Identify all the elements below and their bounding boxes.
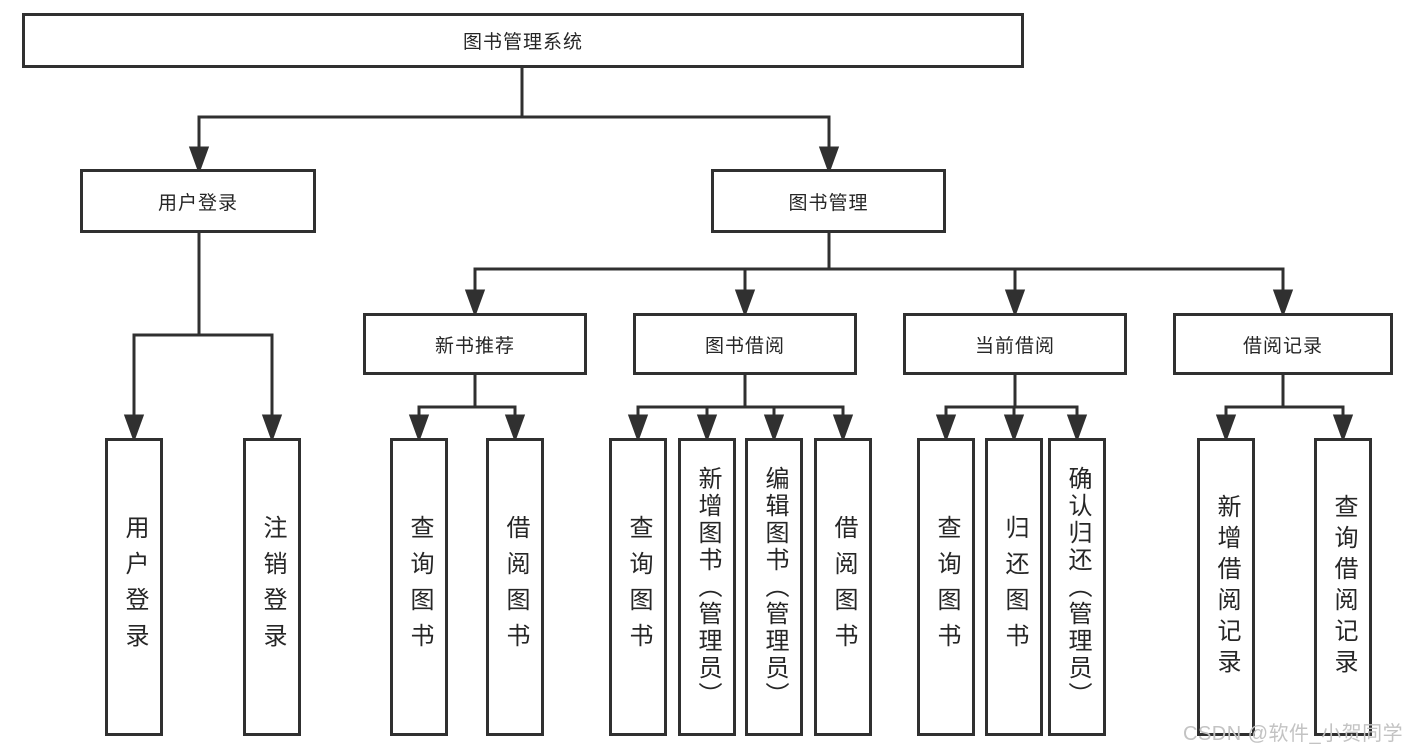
leaf-user-login: 用户登录 (105, 438, 163, 736)
node-label: 注销登录 (259, 515, 286, 659)
node-label: 图书借阅 (704, 335, 785, 357)
node-new-book-recommend: 新书推荐 (363, 313, 587, 375)
leaf-bb-edit-books-admin: 编辑图书（管理员） (745, 438, 803, 736)
node-label: 图书管理 (788, 192, 869, 214)
leaf-bb-borrow-books: 借阅图书 (814, 438, 872, 736)
leaf-cb-query-books: 查询图书 (917, 438, 975, 736)
leaf-logout: 注销登录 (243, 438, 301, 736)
node-label: 查询借阅记录 (1330, 494, 1357, 680)
connector-user-login-children (123, 233, 283, 443)
node-label: 归还图书 (1001, 515, 1028, 659)
node-label: 图书管理系统 (462, 32, 583, 53)
leaf-nb-query-books: 查询图书 (390, 438, 448, 736)
leaf-br-add-record: 新增借阅记录 (1197, 438, 1255, 736)
leaf-nb-borrow-books: 借阅图书 (486, 438, 544, 736)
connector-book-borrow-children (627, 375, 854, 443)
node-book-management: 图书管理 (711, 169, 946, 233)
leaf-bb-query-books: 查询图书 (609, 438, 667, 736)
node-current-borrowing: 当前借阅 (903, 313, 1127, 375)
node-label: 确认归还（管理员） (1064, 465, 1091, 709)
connector-new-book-children (408, 375, 526, 443)
node-book-borrowing: 图书借阅 (633, 313, 857, 375)
node-label: 查询图书 (625, 515, 652, 659)
node-label: 查询图书 (933, 515, 960, 659)
node-label: 当前借阅 (974, 335, 1055, 357)
leaf-br-query-record: 查询借阅记录 (1314, 438, 1372, 736)
csdn-watermark: CSDN @软件_小贺同学 (1183, 723, 1404, 745)
connector-book-mgmt-children (464, 233, 1294, 318)
node-label: 编辑图书（管理员） (761, 465, 788, 709)
node-label: 借阅图书 (502, 515, 529, 659)
node-label: 借阅图书 (830, 515, 857, 659)
node-label: 用户登录 (121, 515, 148, 659)
connector-records-children (1215, 375, 1354, 443)
node-label: 新增图书（管理员） (694, 465, 721, 709)
node-root-library-system: 图书管理系统 (22, 13, 1024, 68)
connector-current-borrow-children (935, 375, 1088, 443)
node-label: 借阅记录 (1242, 335, 1323, 357)
node-label: 查询图书 (406, 515, 433, 659)
node-user-login: 用户登录 (80, 169, 316, 233)
leaf-bb-add-books-admin: 新增图书（管理员） (678, 438, 736, 736)
node-label: 用户登录 (157, 192, 238, 214)
leaf-cb-confirm-return-admin: 确认归还（管理员） (1048, 438, 1106, 736)
node-label: 新增借阅记录 (1213, 494, 1240, 680)
leaf-cb-return-books: 归还图书 (985, 438, 1043, 736)
node-label: 新书推荐 (434, 335, 515, 357)
connector-root-to-level2 (188, 68, 840, 175)
node-borrow-records: 借阅记录 (1173, 313, 1393, 375)
